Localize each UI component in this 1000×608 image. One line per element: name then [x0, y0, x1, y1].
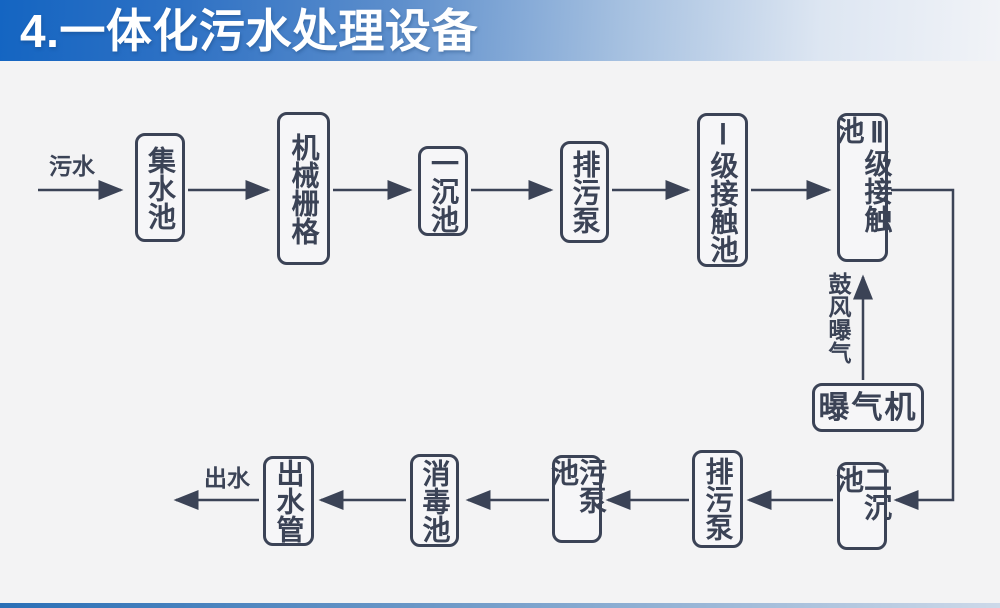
node-mechanical-grid: 机械栅格 — [277, 112, 330, 265]
node-label: Ⅱ级接触池 — [833, 116, 893, 233]
title-bar: 4.一体化污水处理设备 — [0, 0, 1000, 61]
node-sludge-pump-tank: 污泵池 — [548, 455, 607, 543]
node-collecting-tank: 集水池 — [135, 133, 185, 242]
node-disinfection-tank: 消毒池 — [410, 454, 459, 547]
node-label: 排污泵 — [569, 150, 601, 234]
outflow-label: 出水 — [204, 465, 250, 491]
node-label: Ⅰ级接触池 — [707, 117, 739, 263]
node-label: 曝气机 — [818, 390, 918, 425]
node-sewage-discharge-pump-top: 排污泵 — [560, 141, 609, 243]
node-stage-1-contact-tank: Ⅰ级接触池 — [697, 113, 748, 267]
node-outlet-pipe: 出水管 — [263, 456, 314, 546]
aeration-label: 鼓风曝气 — [825, 272, 851, 364]
arrow-contact2-to-secondary-elbow — [891, 188, 955, 510]
node-stage-2-contact-tank: Ⅱ级接触池 — [833, 113, 893, 262]
node-label: 污泵池 — [548, 458, 607, 514]
node-sewage-discharge-pump-bottom: 排污泵 — [692, 450, 743, 548]
node-label: 排污泵 — [702, 457, 734, 541]
node-primary-sedimentation-tank: 一沉池 — [418, 146, 468, 236]
node-label: 机械栅格 — [288, 132, 320, 245]
inflow-label: 污水 — [49, 153, 95, 179]
node-label: 集水池 — [145, 145, 176, 230]
bottom-accent-strip — [0, 603, 1000, 608]
node-aerator: 曝气机 — [812, 383, 924, 432]
node-label: 出水管 — [273, 459, 305, 543]
node-label: 二沉池 — [833, 465, 892, 521]
page-title: 4.一体化污水处理设备 — [20, 4, 478, 57]
node-label: 一沉池 — [428, 149, 459, 233]
node-secondary-sedimentation-tank: 二沉池 — [833, 462, 892, 550]
node-label: 消毒池 — [419, 458, 451, 543]
